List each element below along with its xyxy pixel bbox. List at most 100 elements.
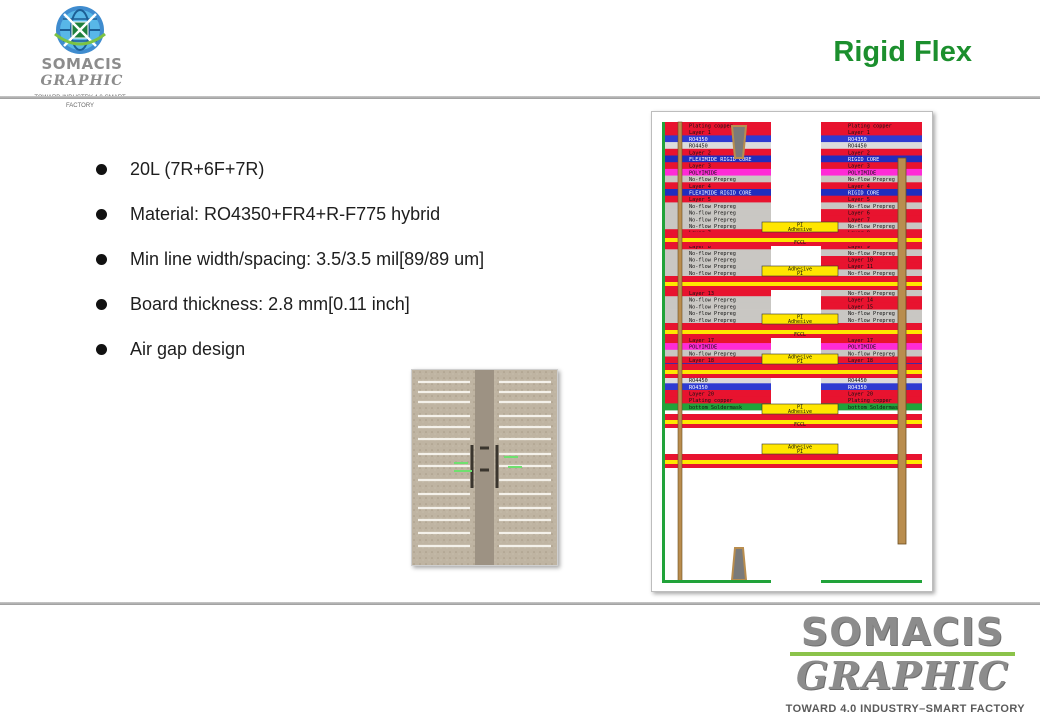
flex-coverlay [761,443,839,455]
flex-label: FCCL [794,422,806,428]
stackup-layer-right [821,122,922,129]
air-gap-cross-section-photo [411,369,558,566]
stackup-layer-label-left: RO4450 [689,144,708,150]
flex-core-band [662,460,922,464]
stackup-layer-label-left: Layer 20 [689,392,714,398]
stackup-layer-left [662,349,771,357]
stackup-layer-left [662,390,771,397]
flex-core-band [662,420,922,424]
stackup-layer-left [662,142,771,150]
stackup-layer-label-right: Layer 14 [848,298,873,304]
flex-copper-band [662,276,922,282]
stackup-layer-label-right: Layer 17 [848,338,873,344]
spec-item: Min line width/spacing: 3.5/3.5 mil[89/8… [95,247,484,292]
spec-item-text: Air gap design [130,339,246,359]
stackup-layer-label-left: No-flow Prepreg [689,204,736,210]
stackup-layer-right [821,249,922,257]
flex-label: PI [797,405,803,411]
stackup-layer-label-right: RO4350 [848,385,867,391]
stackup-layer-label-right: No-flow Prepreg [848,251,895,257]
stackup-layer-label-right: RO4450 [848,378,867,384]
stackup-layer-label-left: Layer 13 [689,291,714,297]
stackup-layer-right [821,128,922,136]
stackup-layer-label-right: Layer 4 [848,184,870,190]
stackup-layer-label-left: No-flow Prepreg [689,271,736,277]
bullet-dot-icon [96,254,107,265]
stackup-layer-left [662,122,771,129]
stackup-layer-label-right: No-flow Prepreg [848,271,895,277]
stackup-layer-right [821,142,922,150]
header-logo-name: SOMACIS [41,55,123,73]
stackup-layer-right [821,155,922,163]
stackup-layer-left [662,168,771,176]
stackup-layer-label-left: No-flow Prepreg [689,224,736,230]
stackup-layer-right [821,396,922,404]
stackup-layer-label-left: No-flow Prepreg [689,251,736,257]
stackup-layer-label-right: Plating copper [848,398,892,404]
stackup-layer-left [662,242,771,250]
stackup-layer-left [662,262,771,270]
flex-copper-band [662,324,922,330]
footer-logo-underline [790,652,1015,656]
flex-coverlay [761,265,839,277]
stackup-layer-label-right: No-flow Prepreg [848,177,895,183]
flex-label: PI [797,315,803,321]
stackup-layer-label-left: No-flow Prepreg [689,217,736,223]
stackup-layer-left [662,215,771,223]
globe-logo-icon [54,6,106,54]
stackup-layer-label-left: No-flow Prepreg [689,311,736,317]
stackup-layer-label-left: Plating copper [689,124,733,130]
stackup-layer-left [662,209,771,217]
stackup-layer-left [662,316,771,324]
flex-label: PI [797,449,803,455]
flex-label: Adhesive [788,355,812,361]
flex-label: PI [797,271,803,277]
stackup-layer-label-right: No-flow Prepreg [848,311,895,317]
spec-item-text: Min line width/spacing: 3.5/3.5 mil[89/8… [130,249,485,269]
stackup-layer-label-left: No-flow Prepreg [689,351,736,357]
stackup-layer-left [662,403,771,411]
stackup-layer-left [662,135,771,143]
spec-item: Air gap design [95,337,484,382]
stackup-layer-label-right: Layer 6 [848,211,870,217]
flex-label: Adhesive [788,445,812,451]
stackup-layer-label-left: RO4350 [689,137,708,143]
stackup-layer-right [821,376,922,384]
flex-copper-band [662,286,922,290]
soldermask-bottom-left [662,580,771,583]
header-divider [0,96,1040,99]
flex-label: PI [797,359,803,365]
stackup-layer-right [821,349,922,357]
stackup-layer-label-left: No-flow Prepreg [689,177,736,183]
stackup-layer-label-left: RO4350 [689,385,708,391]
stackup-layer-left [662,249,771,257]
flex-core-band [662,330,922,334]
spec-item: 20L (7R+6F+7R) [95,157,484,202]
stackup-layer-left [662,195,771,203]
bullet-dot-icon [96,344,107,355]
stackup-layer-right [821,135,922,143]
stackup-layer-right [821,182,922,190]
flex-coverlay [761,221,839,233]
spec-list: 20L (7R+6F+7R) Material: RO4350+FR4+R-F7… [95,157,484,382]
soldermask-edge [662,122,665,582]
stackup-layer-right [821,296,922,304]
laser-via-bottom [730,547,748,581]
stackup-layer-right [821,168,922,176]
stackup-layer-right [821,383,922,391]
stackup-layer-label-right: Layer 11 [848,264,873,270]
stackup-layer-label-left: FLEXIMIDE RIGID CORE [689,157,751,163]
stackup-layer-label-right: Layer 20 [848,392,873,398]
stackup-layer-label-right: No-flow Prepreg [848,318,895,324]
flex-label: PI [797,223,803,229]
bullet-dot-icon [96,164,107,175]
stackup-layer-left [662,289,771,297]
stackup-layer-label-right: POLYIMIDE [848,345,876,351]
stackup-layer-left [662,343,771,351]
flex-core-band [662,238,922,242]
flex-label: Adhesive [788,267,812,273]
stackup-layer-left [662,182,771,190]
stackup-layer-right [821,256,922,263]
flex-copper-band [662,374,922,378]
stackup-layer-right [821,175,922,183]
